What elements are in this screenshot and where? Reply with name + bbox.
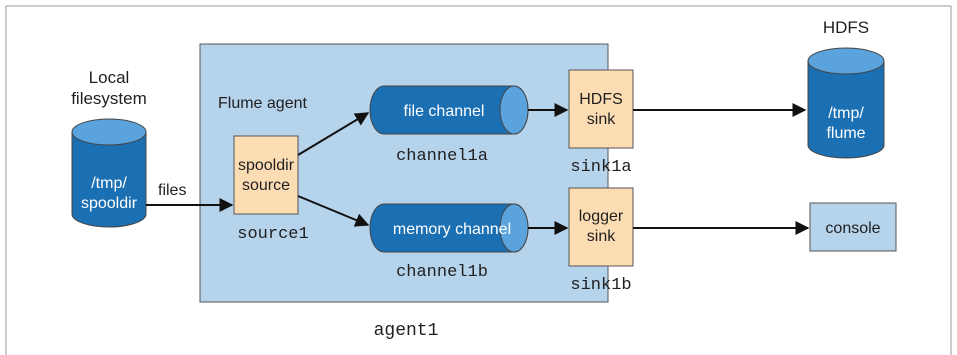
channel-a-name: channel1a xyxy=(396,147,488,166)
source-line2: source xyxy=(242,177,290,194)
local-fs-cylinder xyxy=(71,118,147,228)
hdfs-path-line2: flume xyxy=(826,125,865,142)
console-box xyxy=(809,202,897,252)
sink-b-name: sink1b xyxy=(570,276,631,295)
channel-b-cylinder xyxy=(369,203,529,253)
agent-title: Flume agent xyxy=(218,95,307,112)
sink-a-name: sink1a xyxy=(570,158,631,177)
source-to-channel-a-arrow xyxy=(297,112,370,156)
source-line1: spooldir xyxy=(238,157,295,174)
local-fs-path-line2: spooldir xyxy=(81,195,138,212)
local-fs-path-line1: /tmp/ xyxy=(91,175,127,192)
hdfs-cylinder xyxy=(807,47,885,159)
sink-a-box xyxy=(568,69,634,149)
hdfs-title: HDFS xyxy=(823,18,869,37)
sink-a-line1: HDFS xyxy=(579,91,623,108)
channel-a-cylinder xyxy=(369,85,529,135)
agent-name: agent1 xyxy=(374,321,439,341)
channel-a-label: file channel xyxy=(404,103,485,120)
sink-b-line2: sink xyxy=(587,228,616,245)
sink-b-box xyxy=(568,187,634,267)
files-label: files xyxy=(158,182,186,199)
channel-b-label: memory channel xyxy=(393,221,511,238)
local-fs-title-line2: filesystem xyxy=(71,89,147,108)
sink-a-line2: sink xyxy=(587,111,616,128)
hdfs-path-line1: /tmp/ xyxy=(828,105,864,122)
source-to-channel-b-arrow xyxy=(297,195,370,227)
source-box xyxy=(233,135,299,215)
source-name: source1 xyxy=(237,225,308,244)
sink-b-line1: logger xyxy=(579,208,624,225)
local-fs-title-line1: Local xyxy=(89,68,130,87)
channel-b-name: channel1b xyxy=(396,263,488,282)
console-label: console xyxy=(825,220,880,237)
